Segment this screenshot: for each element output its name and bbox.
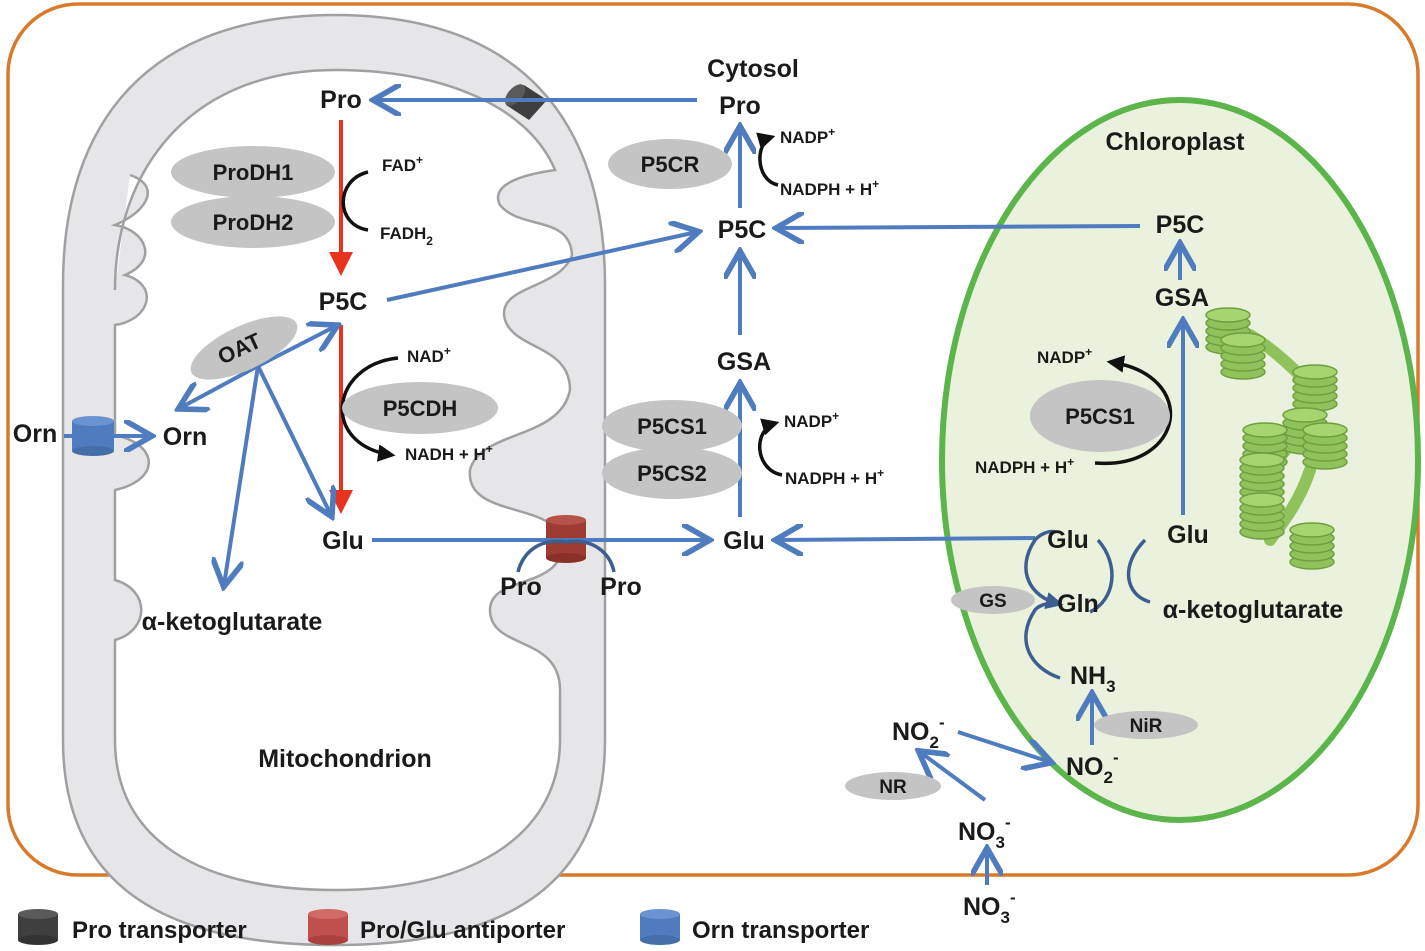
legend-orn-transporter: Orn transporter — [640, 909, 869, 945]
cyto-nadp-top: NADP+ — [780, 125, 835, 147]
enzyme-p5cs1: P5CS1 — [602, 400, 742, 452]
antiporter-pro-right: Pro — [600, 573, 642, 601]
chloro-no2: NO2- — [1066, 748, 1119, 787]
cyto-nadp-mid: NADP+ — [784, 409, 839, 431]
svg-text:P5CS1: P5CS1 — [1065, 404, 1135, 429]
chloroplast — [939, 97, 1421, 823]
arrow-oat-to-glu — [256, 365, 331, 515]
enzyme-nr: NR — [845, 772, 941, 800]
svg-text:P5CDH: P5CDH — [383, 396, 458, 421]
thylakoid-stacks — [1205, 307, 1348, 570]
mito-nad: NAD+ — [407, 344, 451, 366]
mito-nadh: NADH + H+ — [405, 442, 493, 464]
arrow-oat-to-orn — [180, 364, 259, 408]
outer-orn: Orn — [13, 420, 57, 448]
chloro-gln: Gln — [1057, 590, 1099, 618]
legend-antiporter: Pro/Glu antiporter — [308, 909, 565, 945]
mito-p5c: P5C — [319, 288, 368, 316]
cyto-nadph-mid: NADPH + H+ — [785, 466, 884, 488]
mito-glu: Glu — [322, 527, 364, 555]
enzyme-p5cdh: P5CDH — [342, 382, 498, 434]
mito-orn: Orn — [163, 423, 207, 451]
curve-fad — [341, 170, 369, 232]
enzyme-p5cs1-chloroplast: P5CS1 — [1030, 380, 1170, 452]
curve-gs-upper — [1024, 529, 1061, 606]
legend-pro-transporter-label: Pro transporter — [72, 917, 247, 944]
arrow-oat-to-p5c — [257, 326, 336, 368]
curve-gogat-right — [1127, 538, 1151, 604]
enzyme-p5cr: P5CR — [608, 139, 732, 189]
legend-antiporter-label: Pro/Glu antiporter — [360, 917, 565, 944]
chloro-gsa: GSA — [1155, 284, 1209, 312]
curve-chloro-nadp — [1094, 355, 1173, 465]
svg-text:GS: GS — [979, 591, 1006, 612]
cyto-no2: NO2- — [892, 713, 945, 752]
svg-text:P5CR: P5CR — [641, 152, 700, 177]
mitochondrion-label: Mitochondrion — [258, 745, 432, 773]
antiporter-curve-left — [516, 539, 567, 573]
curve-nadp-mid — [758, 418, 783, 477]
cytosol-label: Cytosol — [707, 55, 799, 83]
arrow-mito-p5c-to-cyto-p5c — [386, 232, 697, 302]
mito-akg: α-ketoglutarate — [142, 608, 323, 636]
cyto-gsa: GSA — [717, 348, 771, 376]
svg-text:ProDH1: ProDH1 — [213, 160, 294, 185]
legend-pro-transporter: Pro transporter — [18, 909, 247, 945]
svg-text:NiR: NiR — [1130, 716, 1163, 737]
cyto-no3: NO3- — [958, 813, 1011, 852]
cyto-nadph-top: NADPH + H+ — [780, 177, 879, 199]
legend: Pro transporter Pro/Glu antiporter Orn t… — [18, 909, 869, 945]
chloro-akg: α-ketoglutarate — [1163, 596, 1344, 624]
arrow-chloro-glu-to-cyto-glu — [777, 538, 1036, 540]
mito-fad: FAD+ — [382, 153, 423, 175]
cyto-p5c: P5C — [718, 216, 767, 244]
chloro-glu-right: Glu — [1167, 521, 1209, 549]
mito-pro: Pro — [320, 86, 362, 114]
mito-inner-membrane — [110, 68, 574, 892]
chloro-p5c: P5C — [1156, 211, 1205, 239]
enzyme-prodh1: ProDH1 — [171, 146, 335, 198]
enzyme-gs: GS — [951, 586, 1035, 614]
cyto-pro: Pro — [719, 92, 761, 120]
curve-gogat-left — [1089, 538, 1114, 614]
chloro-glu-left: Glu — [1047, 526, 1089, 554]
curve-nadp-top — [756, 132, 779, 187]
legend-orn-transporter-label: Orn transporter — [692, 917, 869, 944]
chloro-nadp: NADP+ — [1037, 345, 1092, 367]
chloro-nadph: NADPH + H+ — [975, 455, 1074, 477]
arrow-chloro-p5c-to-cyto-p5c — [778, 226, 1141, 228]
enzyme-oat: OAT — [190, 316, 298, 380]
arrow-no2-to-chloro-no2 — [957, 730, 1050, 762]
enzyme-nir: NiR — [1094, 711, 1198, 739]
antiporter-pro-left: Pro — [500, 573, 542, 601]
enzyme-prodh2: ProDH2 — [171, 196, 335, 248]
chloro-nh3: NH3 — [1070, 662, 1116, 696]
svg-text:P5CS2: P5CS2 — [637, 461, 707, 486]
arrow-no3-to-no2 — [920, 752, 987, 802]
cyto-glu: Glu — [723, 527, 765, 555]
antiporter-curve-right — [565, 539, 616, 573]
external-no3: NO3- — [963, 888, 1016, 927]
arrow-oat-to-akg — [224, 365, 260, 585]
svg-text:NR: NR — [879, 777, 907, 798]
enzyme-p5cs2: P5CS2 — [602, 447, 742, 499]
svg-text:ProDH2: ProDH2 — [213, 210, 294, 235]
mito-fadh2: FADH2 — [380, 224, 433, 248]
curve-gs-lower — [1024, 592, 1064, 680]
mitochondrion — [61, 13, 607, 947]
chloroplast-label: Chloroplast — [1106, 128, 1246, 156]
svg-text:P5CS1: P5CS1 — [637, 414, 707, 439]
